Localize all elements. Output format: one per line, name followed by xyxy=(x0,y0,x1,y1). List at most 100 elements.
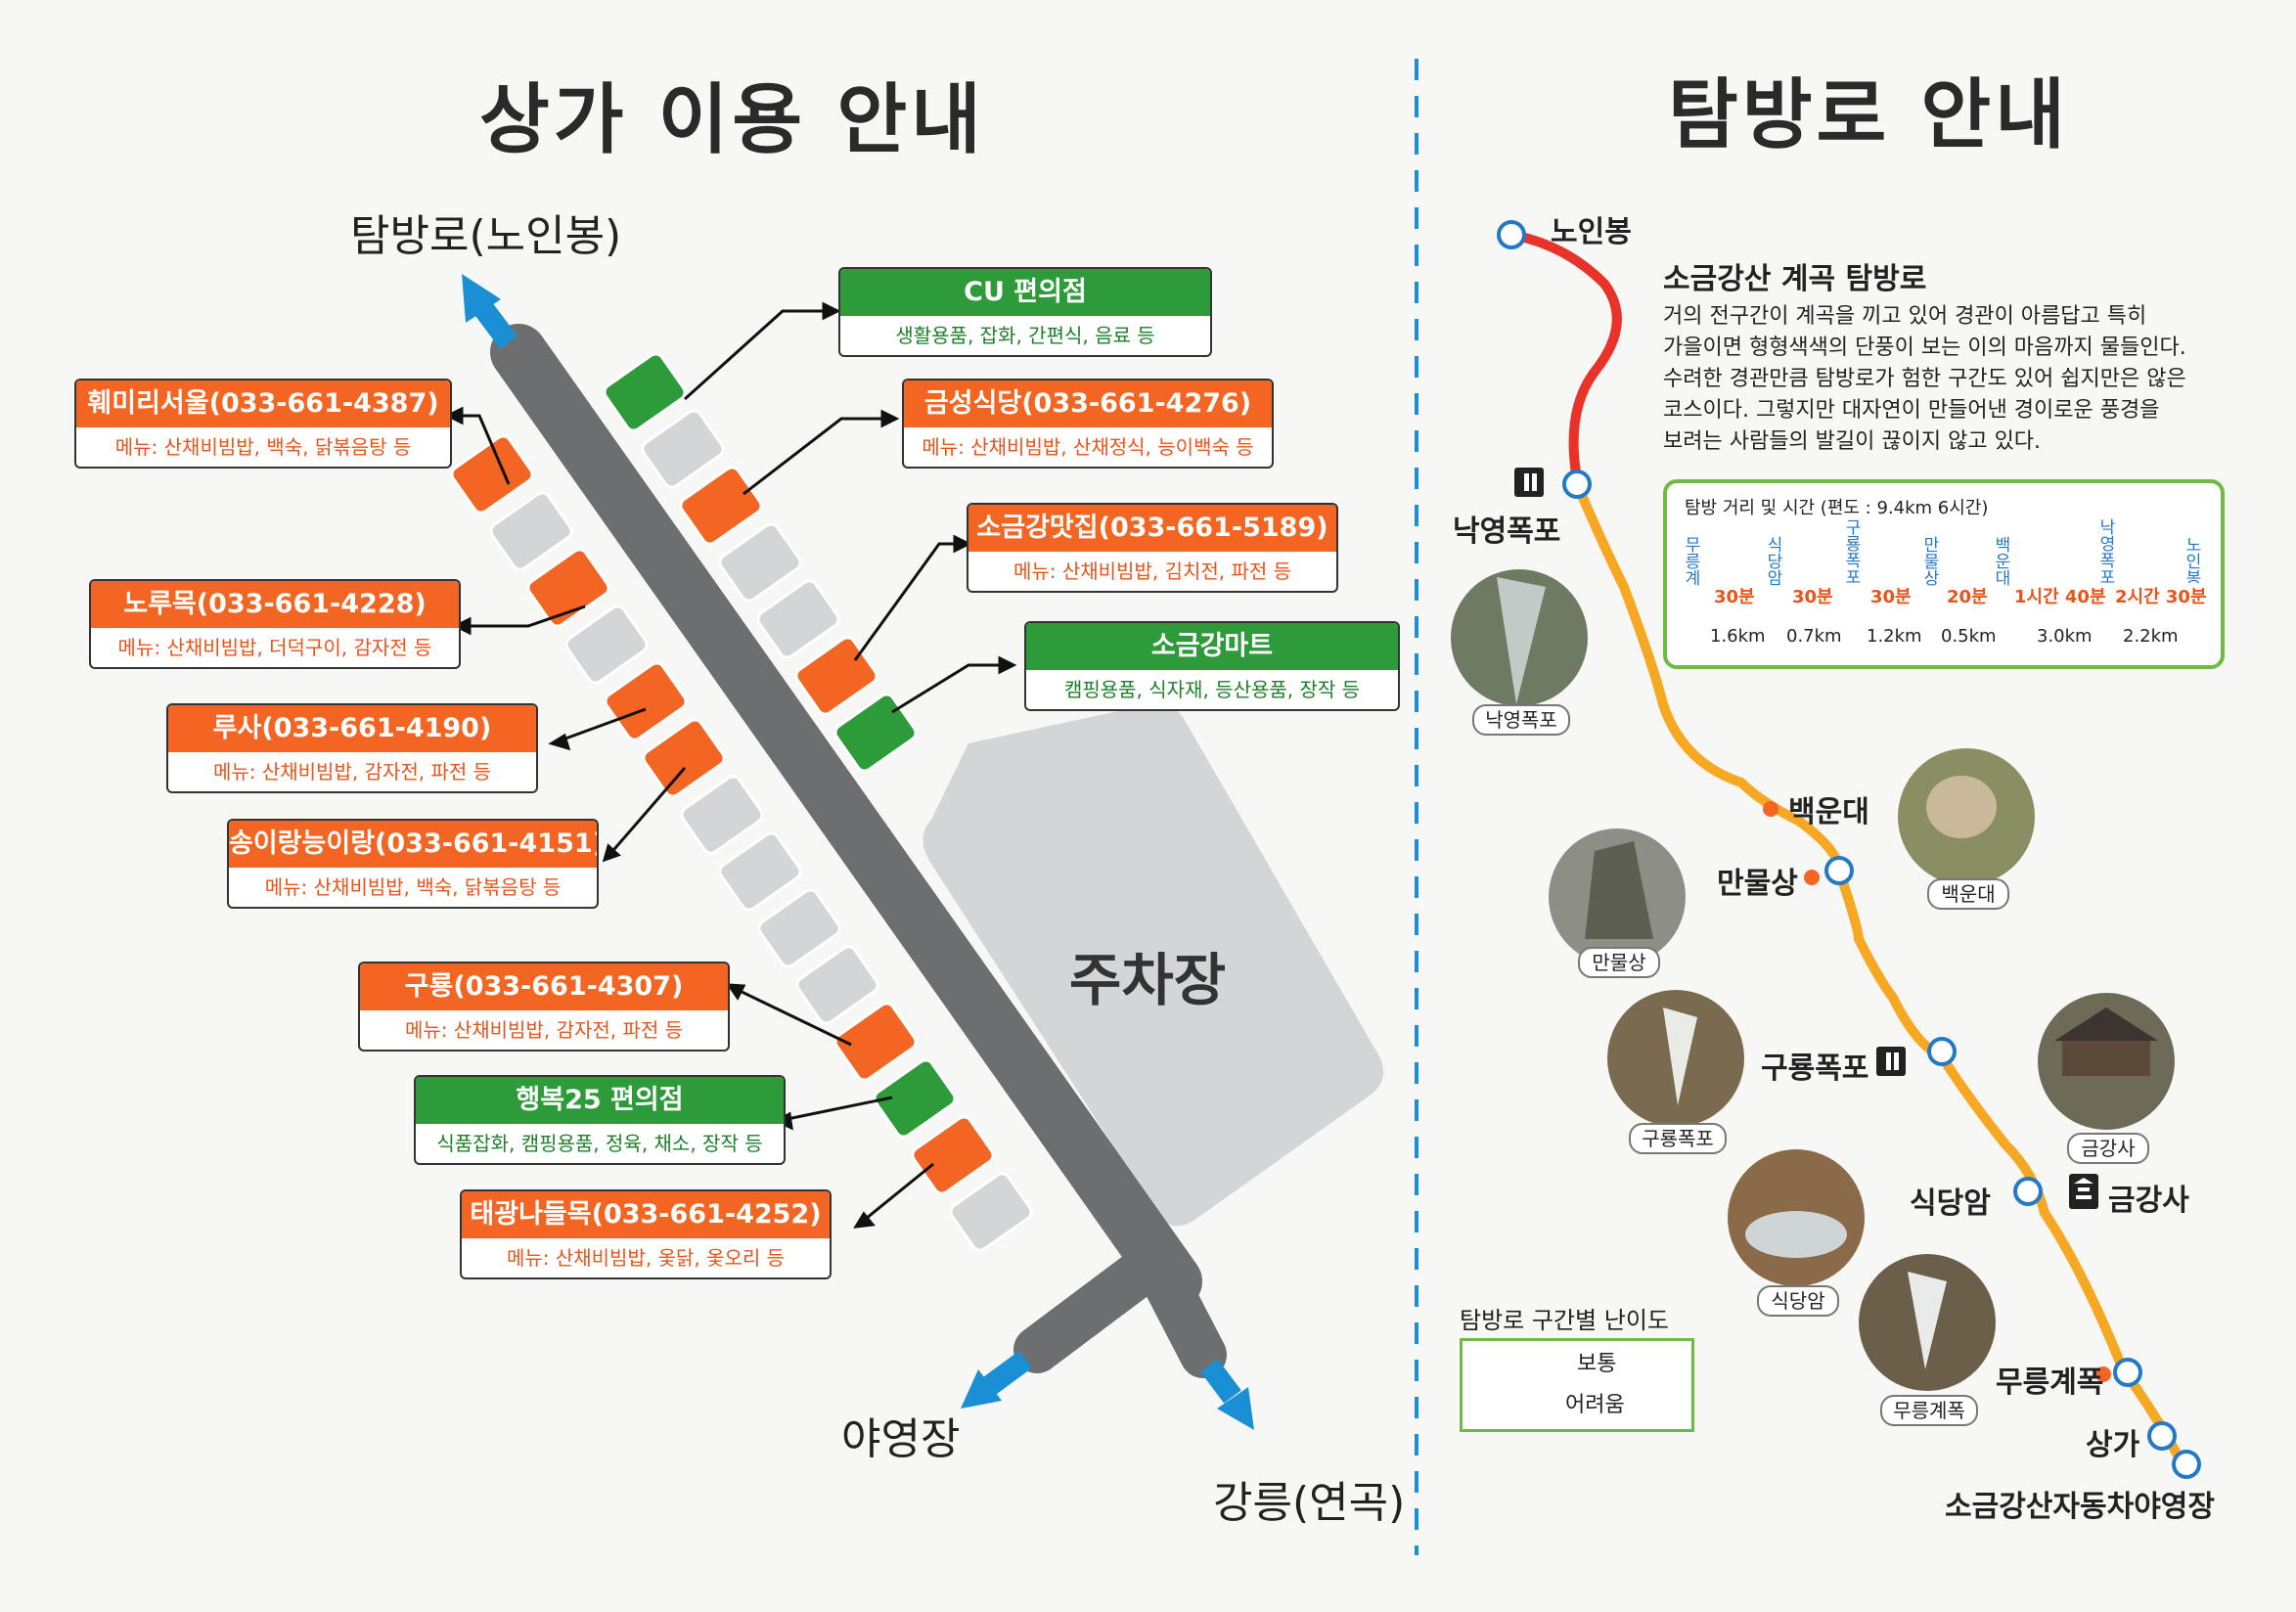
shop-card-songirang[interactable]: 송이랑능이랑(033-661-4151) 메뉴: 산채비빔밥, 백숙, 닭볶음탕… xyxy=(227,819,599,909)
shop-card-taegwang[interactable]: 태광나들목(033-661-4252) 메뉴: 산채비빔밥, 옻닭, 옻오리 등 xyxy=(460,1189,832,1279)
shop-block xyxy=(603,352,687,432)
shop-card-sogeumgang-mart[interactable]: 소금강마트 캠핑용품, 식자재, 등산용품, 장작 등 xyxy=(1024,621,1400,711)
waterfall-icon xyxy=(1876,1047,1906,1076)
trail-normal-section xyxy=(1572,479,2186,1467)
segment-km: 2.2km xyxy=(2123,626,2179,647)
legend-hard: 어려움 xyxy=(1565,1393,1625,1417)
gangneung-road xyxy=(1111,1199,1227,1378)
photo-caption: 구룡폭포 xyxy=(1629,1123,1727,1154)
shop-block xyxy=(718,831,802,912)
arrow-to-trail xyxy=(462,274,518,349)
segment-km: 0.7km xyxy=(1786,626,1842,647)
distance-stop-label: 식당암 xyxy=(1763,536,1782,586)
shop-card-family-seoul[interactable]: 훼미리서울(033-661-4387) 메뉴: 산채비빔밥, 백숙, 닭볶음탕 … xyxy=(74,379,452,469)
shop-block xyxy=(526,548,610,628)
shop-name: 송이랑능이랑(033-661-4151) xyxy=(229,821,597,868)
distance-stop-label: 구룡폭포 xyxy=(1841,518,1861,585)
arrow-to-campsite xyxy=(961,1351,1032,1409)
shop-menu: 생활용품, 잡화, 간편식, 음료 등 xyxy=(895,324,1155,347)
shop-name: 구룡(033-661-4307) xyxy=(360,963,728,1010)
shop-block xyxy=(718,522,802,603)
camp-road xyxy=(1013,1238,1178,1373)
shop-blocks-left xyxy=(450,434,1033,1252)
distance-box xyxy=(1663,479,2225,669)
shop-menu: 식품잡화, 캠핑용품, 정육, 채소, 장작 등 xyxy=(436,1132,763,1155)
photo-caption: 낙영폭포 xyxy=(1472,704,1570,736)
shop-block xyxy=(911,1115,995,1195)
shop-block xyxy=(795,945,879,1025)
stop-geumgangsa: 금강사 xyxy=(2108,1184,2189,1218)
segment-km: 0.5km xyxy=(1941,626,1997,647)
distance-stop-label: 백운대 xyxy=(1991,536,2010,586)
distance-title: 탐방 거리 및 시간 (편도 : 9.4km 6시간) xyxy=(1685,498,1989,518)
legend-title: 탐방로 구간별 난이도 xyxy=(1460,1307,1669,1334)
segment-time: 20분 xyxy=(1945,583,1990,608)
distance-stop-label: 낙영폭포 xyxy=(2095,518,2115,585)
label-to-campsite: 야영장 xyxy=(841,1414,961,1464)
shop-name: 소금강마트 xyxy=(1026,623,1398,670)
shop-menu: 메뉴: 산채비빔밥, 백숙, 닭볶음탕 등 xyxy=(264,875,562,899)
photo-circles xyxy=(1451,569,2175,1391)
stop-mureung: 무릉계폭 xyxy=(1996,1366,2104,1400)
parking-lot xyxy=(923,703,1384,1227)
stop-baekundae: 백운대 xyxy=(1788,795,1869,829)
waterfall-icon xyxy=(1514,468,1544,497)
shop-menu: 메뉴: 산채비빔밥, 감자전, 파전 등 xyxy=(404,1018,684,1042)
shop-name: 소금강맛집(033-661-5189) xyxy=(968,505,1336,552)
photo-caption: 백운대 xyxy=(1927,878,2009,910)
shop-card-guryong[interactable]: 구룡(033-661-4307) 메뉴: 산채비빔밥, 감자전, 파전 등 xyxy=(358,962,730,1052)
shop-menu: 메뉴: 산채비빔밥, 감자전, 파전 등 xyxy=(212,760,492,784)
shop-card-sogeumgang-matjip[interactable]: 소금강맛집(033-661-5189) 메뉴: 산채비빔밥, 김치전, 파전 등 xyxy=(967,503,1338,593)
label-to-gangneung: 강릉(연곡) xyxy=(1213,1478,1406,1528)
shop-name: 훼미리서울(033-661-4387) xyxy=(76,381,450,427)
arrow-to-gangneung xyxy=(1200,1359,1254,1430)
distance-stop-label: 만물상 xyxy=(1919,536,1939,586)
stop-sangga: 상가 xyxy=(2086,1428,2140,1462)
stop-sikdangam: 식당암 xyxy=(1910,1187,1991,1221)
shop-block xyxy=(450,434,534,515)
shop-card-cu[interactable]: CU 편의점 생활용품, 잡화, 간편식, 음료 등 xyxy=(838,267,1212,357)
shop-menu: 캠핑용품, 식자재, 등산용품, 장작 등 xyxy=(1063,678,1361,701)
shop-name: 금성식당(033-661-4276) xyxy=(904,381,1272,427)
shop-block xyxy=(679,466,763,546)
shop-card-geumseong[interactable]: 금성식당(033-661-4276) 메뉴: 산채비빔밥, 산채정식, 능이백숙… xyxy=(902,379,1274,469)
shop-name: 태광나들목(033-661-4252) xyxy=(462,1191,830,1238)
poi-dots xyxy=(1763,801,2111,1382)
shop-menu: 메뉴: 산채비빔밥, 더덕구이, 감자전 등 xyxy=(117,636,432,659)
parking-label: 주차장 xyxy=(1069,947,1227,1013)
stop-guryong: 구룡폭포 xyxy=(1761,1052,1869,1086)
right-title: 탐방로 안내 xyxy=(1668,71,2069,159)
stop-noinbong: 노인봉 xyxy=(1551,215,1632,249)
trail-description: 거의 전구간이 계곡을 끼고 있어 경관이 아름답고 특히 가을이면 형형색색의… xyxy=(1663,304,2186,454)
segment-km: 1.6km xyxy=(1710,626,1766,647)
segment-time: 30분 xyxy=(1868,583,1913,608)
segment-km: 3.0km xyxy=(2037,626,2093,647)
photo-caption: 금강사 xyxy=(2067,1133,2149,1164)
shop-block xyxy=(564,604,649,685)
shop-block xyxy=(756,579,840,659)
distance-stop-label: 무릉계 xyxy=(1681,536,1700,586)
shop-block xyxy=(489,491,573,571)
shop-name: 루사(033-661-4190) xyxy=(168,705,536,752)
segment-time: 30분 xyxy=(1712,583,1757,608)
legend-box xyxy=(1460,1338,1694,1432)
main-road xyxy=(490,324,1202,1310)
shop-menu: 메뉴: 산채비빔밥, 옻닭, 옻오리 등 xyxy=(506,1246,786,1270)
photo-caption: 무릉계폭 xyxy=(1880,1395,1978,1426)
shop-block xyxy=(642,718,726,798)
stop-campsite: 소금강산자동차야영장 xyxy=(1945,1490,2215,1524)
shop-block xyxy=(757,888,841,968)
shop-menu: 메뉴: 산채비빔밥, 산채정식, 능이백숙 등 xyxy=(922,435,1254,459)
stop-manmulsang: 만물상 xyxy=(1717,867,1798,901)
shop-card-rusa[interactable]: 루사(033-661-4190) 메뉴: 산채비빔밥, 감자전, 파전 등 xyxy=(166,703,538,793)
shop-block xyxy=(833,693,918,773)
shop-card-norumok[interactable]: 노루목(033-661-4228) 메뉴: 산채비빔밥, 더덕구이, 감자전 등 xyxy=(89,579,461,669)
segment-time: 1시간 40분 xyxy=(2012,583,2108,608)
legend-normal: 보통 xyxy=(1577,1352,1617,1376)
shop-card-haengbok25[interactable]: 행복25 편의점 식품잡화, 캠핑용품, 정육, 채소, 장작 등 xyxy=(414,1075,786,1165)
shop-block xyxy=(833,1002,918,1082)
segment-time: 30분 xyxy=(1790,583,1835,608)
shop-block xyxy=(949,1172,1033,1252)
photo-caption: 만물상 xyxy=(1578,947,1660,978)
